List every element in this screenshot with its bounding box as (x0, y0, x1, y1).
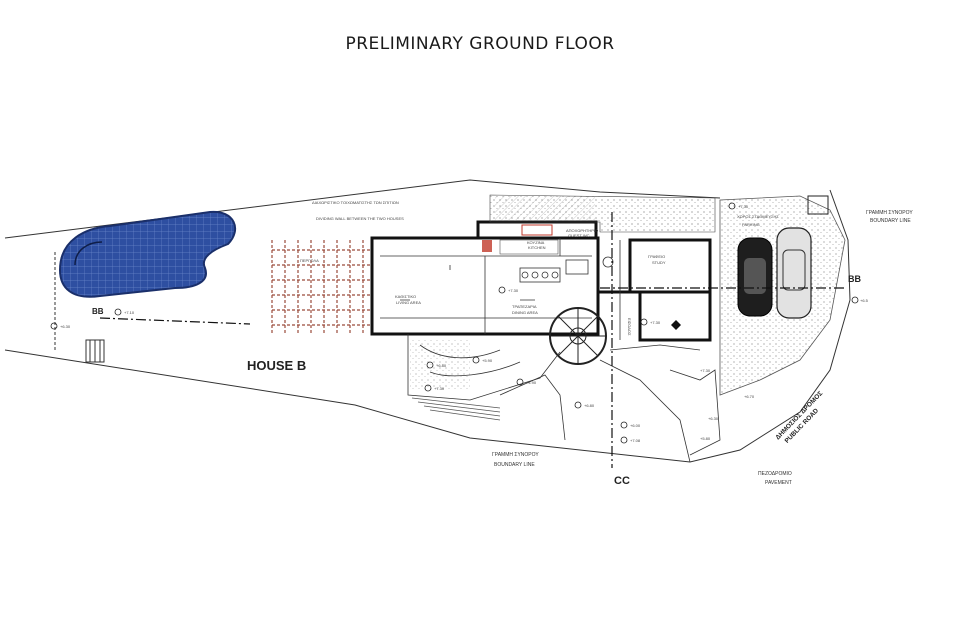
level-steps-b: +6.80 (584, 403, 595, 408)
parking-greek: ΧΩΡΟΣ ΣΤΑΘΜΕΥΣΗΣ (737, 214, 779, 219)
boundary-line-bottom-greek: ΓΡΑΜΜΗ ΣΥΝΟΡΟΥ (492, 452, 539, 458)
pool-steps (85, 339, 105, 363)
section-mark-bb-left: BB (92, 307, 104, 316)
section-mark-cc: CC (614, 475, 630, 487)
level-dining: +7.30 (508, 288, 519, 293)
level-road-b: +6.70 (744, 394, 755, 399)
north-arrow-icon (671, 320, 681, 330)
car-dark (737, 237, 773, 317)
level-road-a: +7.30 (700, 368, 711, 373)
spiral-staircase (549, 307, 607, 365)
room-wc-greek: ΑΠΟΧΩΡΗΤΗΡΙΟ (566, 228, 598, 233)
room-dining-greek: ΤΡΑΠΕΖΑΡΙΑ (512, 304, 537, 309)
room-study-greek: ΓΡΑΦΕΙΟ (648, 254, 665, 259)
dividing-wall-english: DIVIDING WALL BETWEEN THE TWO HOUSES (316, 216, 404, 221)
boundary-line-top-english: BOUNDARY LINE (870, 218, 911, 224)
level-pool-deck: +7.10 (124, 310, 135, 315)
pergola (271, 240, 370, 334)
room-dining-english: DINING AREA (512, 310, 538, 315)
boundary-line-top-greek: ΓΡΑΜΜΗ ΣΥΝΟΡΟΥ (866, 210, 913, 216)
room-kitchen-english: KITCHEN (528, 245, 546, 250)
room-study-english: STUDY (652, 260, 666, 265)
south-terraces (407, 334, 721, 463)
parking-english: PARKING (742, 222, 760, 227)
level-terrace-b: +5.90 (482, 358, 493, 363)
car-light (776, 227, 812, 319)
level-terrace-a: +6.80 (436, 363, 447, 368)
house-label: HOUSE B (247, 358, 306, 373)
pergola-label: ΠΕΡΓΟΛΑ (300, 258, 319, 263)
level-pool: +6.30 (60, 324, 71, 329)
level-parking: +7.30 (738, 204, 749, 209)
level-parking-edge: +6.5 (860, 298, 869, 303)
room-living-greek: ΚΑΘΙΣΤΙΚΟ (395, 294, 416, 299)
dividing-wall-greek: ΔΙΑΧΩΡΙΣΤΙΚΟ ΤΟΙΧΩΜΑΤΙΣΤΗΣ ΤΩΝ ΣΠΙΤΙΩΝ (312, 200, 399, 205)
room-wc-english: GUEST WC (568, 233, 590, 238)
section-mark-bb-right: BB (848, 274, 861, 284)
site-boundary (4, 179, 851, 463)
level-road-d: +5.80 (700, 436, 711, 441)
pavement-english: PAVEMENT (765, 480, 792, 486)
landscape-strip (489, 194, 716, 233)
level-markers (50, 202, 859, 444)
level-steps-a: +7.30 (434, 386, 445, 391)
boundary-line-bottom-english: BOUNDARY LINE (494, 462, 535, 468)
level-terrace-c: +4.90 (526, 380, 537, 385)
kitchen-fixtures (482, 224, 559, 255)
level-road-c: +6.30 (708, 416, 719, 421)
level-drive-a: +6.00 (630, 423, 641, 428)
parking-area (719, 195, 846, 396)
plan-title: PRELIMINARY GROUND FLOOR (345, 34, 615, 54)
swimming-pool (58, 210, 237, 298)
room-kitchen-greek: ΚΟΥΖΙΝΑ (527, 240, 545, 245)
room-living-english: LIVING AREA (396, 300, 421, 305)
pavement-greek: ΠΕΖΟΔΡΟΜΙΟ (758, 471, 792, 477)
level-drive-b: +7.08 (630, 438, 641, 443)
entrance-label: ΕΙΣΟΔΟΣ (627, 318, 632, 336)
level-entry: +7.30 (650, 320, 661, 325)
section-line-bb (99, 287, 845, 325)
